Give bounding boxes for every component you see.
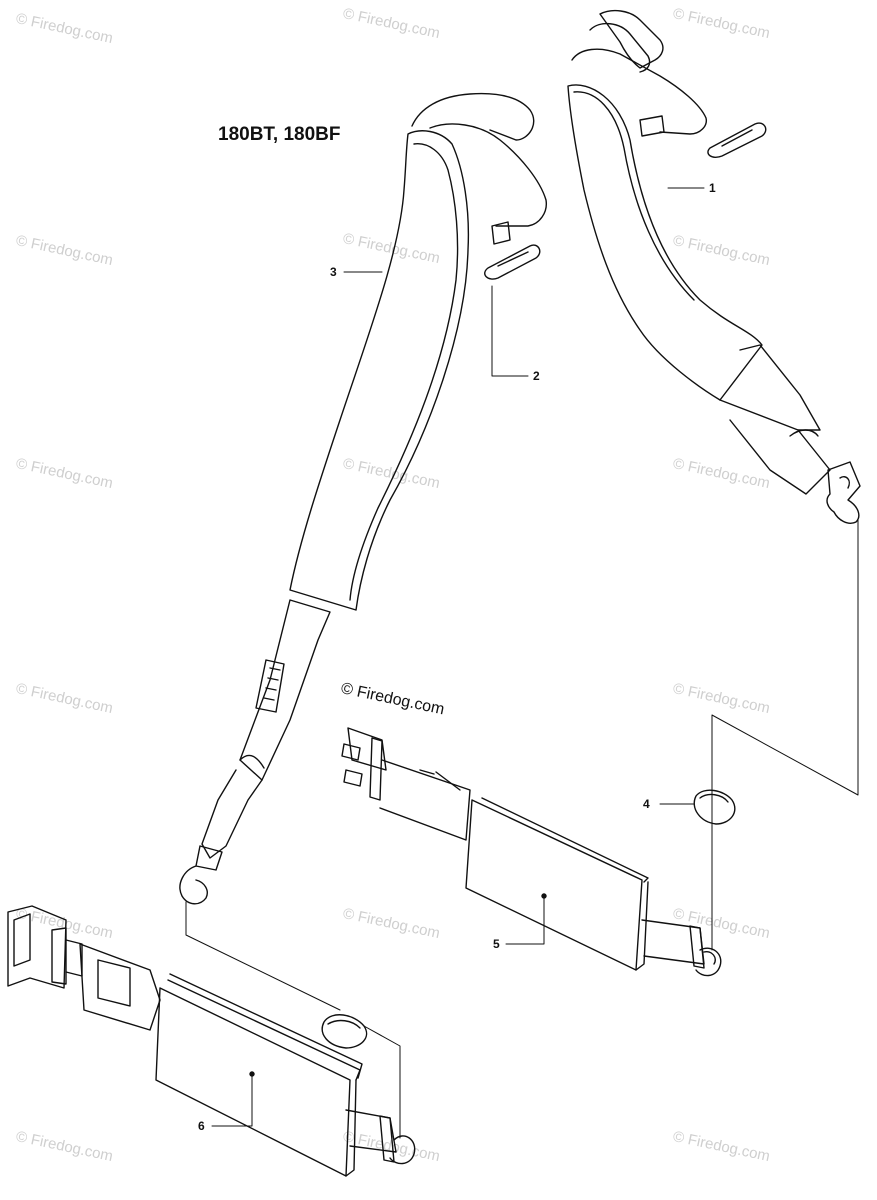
callout-6: 6 [198, 1119, 205, 1133]
shoulder-strap-right [567, 9, 861, 524]
leader-lines [211, 187, 705, 1127]
callout-5: 5 [493, 937, 500, 951]
callout-1: 1 [709, 181, 716, 195]
waist-belt [341, 727, 722, 977]
callout-3: 3 [330, 265, 337, 279]
d-ring [321, 789, 736, 1049]
shoulder-strap-left [179, 92, 547, 905]
waist-belt-lower [7, 905, 416, 1177]
model-title: 180BT, 180BF [218, 124, 341, 145]
callout-4: 4 [643, 797, 650, 811]
connection-lines [185, 519, 859, 1139]
callout-2: 2 [533, 369, 540, 383]
strap-clip [484, 122, 767, 280]
